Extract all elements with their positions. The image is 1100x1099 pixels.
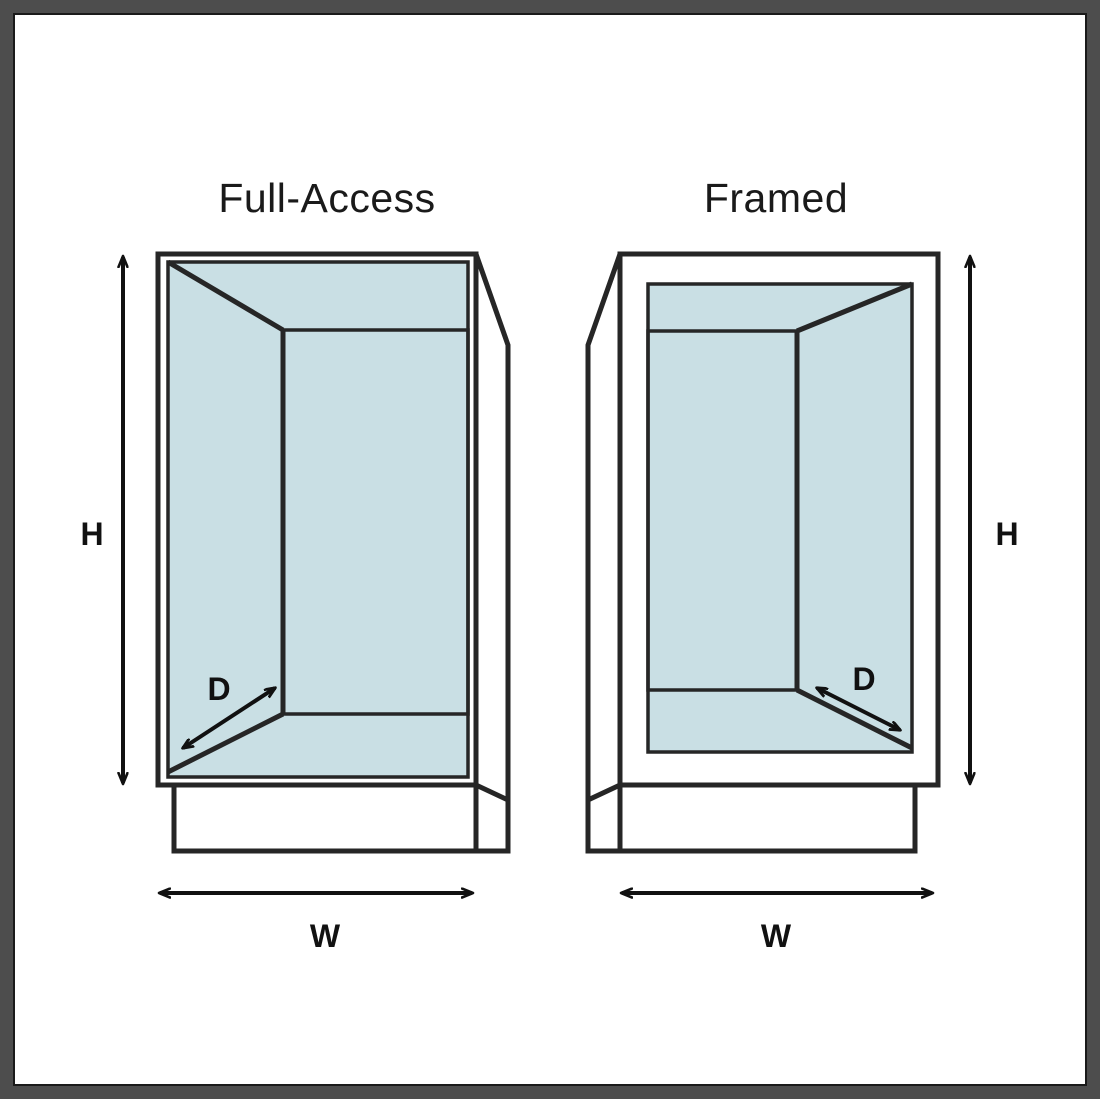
framed-height-arrow: H xyxy=(970,257,1019,783)
framed-depth-label: D xyxy=(852,661,875,697)
cabinet-title-full-access: Full-Access xyxy=(218,175,435,221)
cabinet-framed: Framed xyxy=(585,175,1019,954)
framed-width-arrow: W xyxy=(622,893,932,954)
framed-side-body xyxy=(585,253,623,800)
framed-toe-kick xyxy=(585,782,918,854)
framed-height-label: H xyxy=(995,516,1018,552)
full-access-depth-arrow: D xyxy=(183,671,275,750)
full-access-side-body xyxy=(473,253,511,800)
full-access-height-arrow: H xyxy=(80,257,123,783)
cabinet-title-framed: Framed xyxy=(704,175,848,221)
full-access-width-arrow: W xyxy=(160,893,472,954)
framed-depth-arrow: D xyxy=(817,661,900,732)
framed-width-label: W xyxy=(761,918,792,954)
cabinet-full-access: Full-Access xyxy=(80,175,511,954)
full-access-width-label: W xyxy=(310,918,341,954)
full-access-toe-kick xyxy=(171,782,511,854)
full-access-height-label: H xyxy=(80,516,103,552)
full-access-depth-label: D xyxy=(207,671,230,707)
